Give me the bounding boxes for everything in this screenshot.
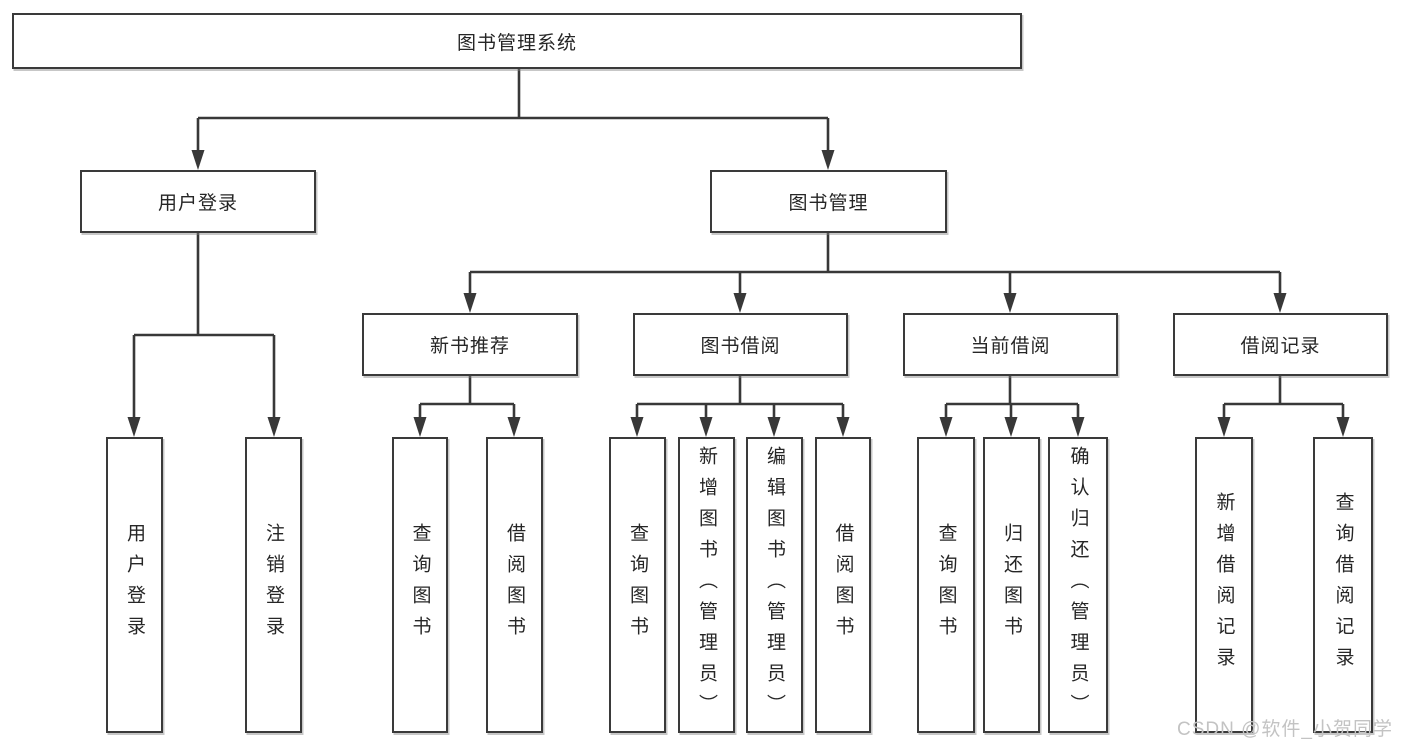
arrowhead-icons: [127, 150, 1350, 437]
node-label: 确认归还（管理员）: [1067, 445, 1089, 725]
node-label: 注销登录: [263, 523, 284, 647]
leaf-edit-book-admin: 编辑图书（管理员）: [746, 437, 803, 733]
node-label: 归还图书: [1001, 523, 1022, 647]
csdn-watermark: CSDN @软件_小贺同学: [1177, 719, 1393, 740]
leaf-borrow-books: 借阅图书: [815, 437, 871, 733]
leaf-query-borrow-record: 查询借阅记录: [1313, 437, 1373, 733]
node-label: 查询图书: [627, 523, 648, 647]
node-label: 当前借阅: [970, 336, 1051, 357]
node-book-borrowing: 图书借阅: [633, 313, 848, 376]
leaf-borrow-books-recommend: 借阅图书: [486, 437, 543, 733]
node-label: 用户登录: [157, 193, 238, 214]
node-borrowing-records: 借阅记录: [1173, 313, 1388, 376]
leaf-add-book-admin: 新增图书（管理员）: [678, 437, 735, 733]
node-new-book-recommendation: 新书推荐: [362, 313, 578, 376]
node-label: 借阅记录: [1240, 336, 1321, 357]
leaf-confirm-return-admin: 确认归还（管理员）: [1048, 437, 1108, 733]
node-label: 编辑图书（管理员）: [764, 445, 785, 725]
node-label: 查询图书: [409, 523, 431, 647]
leaf-return-book: 归还图书: [983, 437, 1040, 733]
leaf-logout: 注销登录: [245, 437, 302, 733]
node-label: 新书推荐: [429, 336, 510, 357]
leaf-add-borrow-record: 新增借阅记录: [1195, 437, 1253, 733]
node-label: 查询图书: [935, 523, 957, 647]
node-book-management: 图书管理: [710, 170, 947, 233]
node-label: 新增借阅记录: [1213, 492, 1235, 678]
node-label: 借阅图书: [504, 523, 525, 647]
node-label: 图书管理: [788, 193, 869, 214]
leaf-query-books-borrow: 查询图书: [609, 437, 666, 733]
node-label: 新增图书（管理员）: [696, 445, 717, 725]
node-current-borrowing: 当前借阅: [903, 313, 1118, 376]
node-label: 查询借阅记录: [1332, 492, 1354, 678]
node-label: 图书借阅: [700, 336, 781, 357]
node-library-management-system: 图书管理系统: [12, 13, 1022, 69]
node-label: 图书管理系统: [456, 32, 577, 54]
node-label: 用户登录: [124, 523, 145, 647]
leaf-query-books-recommend: 查询图书: [392, 437, 448, 733]
leaf-user-login: 用户登录: [106, 437, 163, 733]
leaf-query-books-current: 查询图书: [917, 437, 975, 733]
node-user-login: 用户登录: [80, 170, 316, 233]
node-label: 借阅图书: [832, 523, 854, 647]
